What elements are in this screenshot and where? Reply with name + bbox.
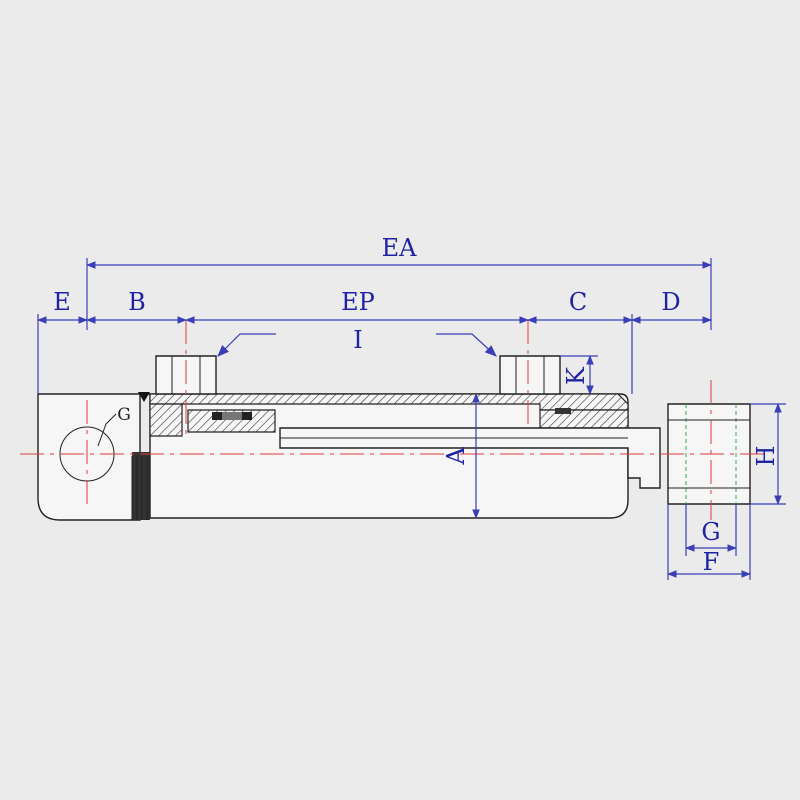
gland-section [539, 409, 629, 429]
gland-seal [555, 408, 571, 414]
label-d: D [661, 288, 680, 316]
label-ep: EP [341, 288, 375, 316]
dimension-labels: EA E B EP C D I K A H G F G [53, 234, 780, 576]
piston-section [187, 409, 276, 433]
label-i: I [353, 326, 362, 354]
label-f: F [703, 548, 720, 576]
weld-mark [138, 392, 150, 402]
label-g-right: G [701, 518, 720, 546]
dimension-lines [37, 258, 786, 580]
label-g-left: G [117, 405, 131, 425]
center-lines [20, 320, 770, 520]
label-c: C [569, 288, 587, 316]
label-ea: EA [382, 234, 418, 262]
label-h: H [752, 446, 780, 467]
rear-clevis [37, 393, 141, 521]
label-b: B [128, 288, 146, 316]
piston-rod [279, 427, 661, 489]
end-cap-section [149, 403, 183, 437]
label-k: K [562, 366, 590, 385]
label-e: E [53, 288, 71, 316]
port-right [499, 355, 561, 395]
label-a: A [442, 447, 470, 466]
cylinder-body [37, 355, 751, 521]
